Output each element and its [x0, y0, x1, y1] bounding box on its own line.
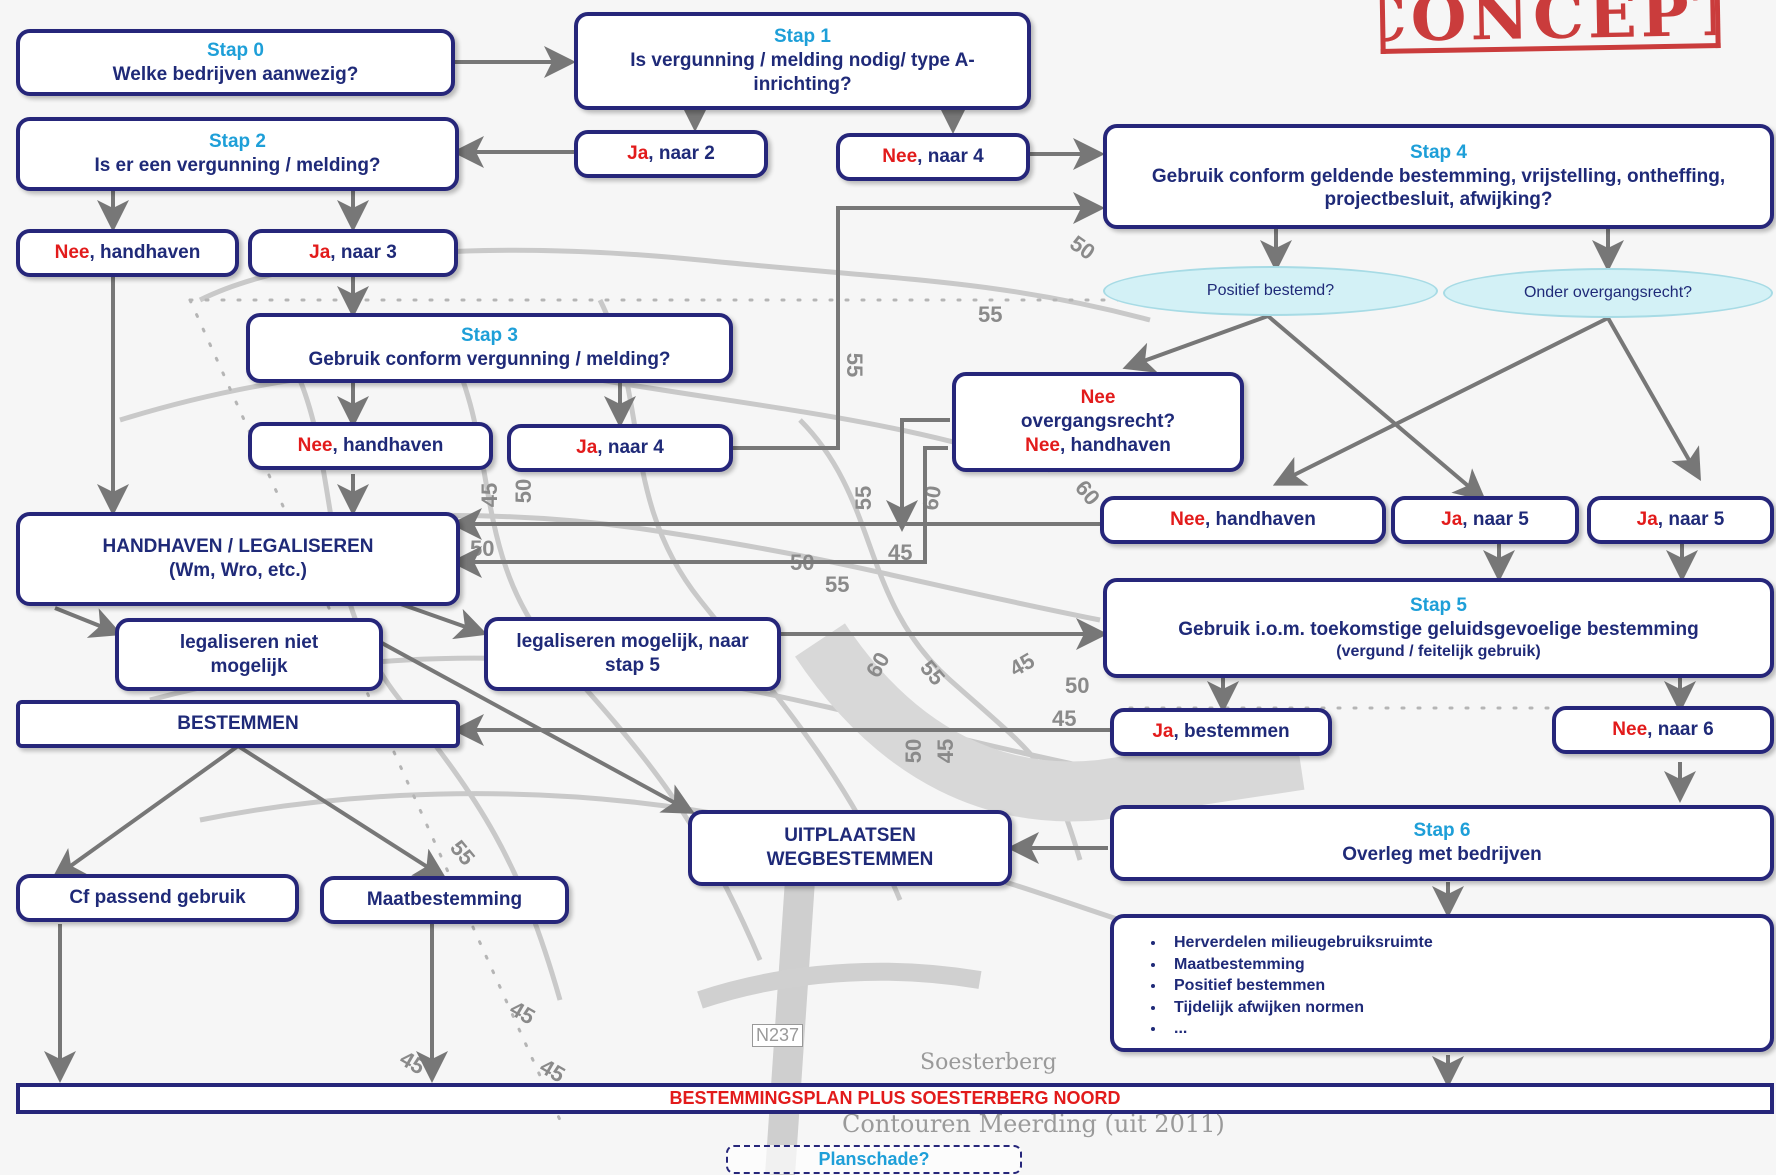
answer-yes: Ja — [1441, 509, 1463, 531]
custom-designation-text: Maatbestemming — [366, 889, 523, 911]
question-transitional-law: Onder overgangsrecht? — [1443, 268, 1773, 318]
designate-box: BESTEMMEN — [16, 700, 460, 748]
answer-no: Nee — [54, 242, 90, 264]
step2-title: Stap 2 — [208, 131, 267, 153]
contour-number: 55 — [825, 572, 850, 597]
answer-text: , naar 2 — [648, 143, 715, 165]
answer-text: , handhaven — [1060, 434, 1171, 456]
fitting-use-box: Cf passend gebruik — [16, 874, 299, 922]
list-item: Tijdelijk afwijken normen — [1166, 997, 1433, 1019]
step3-box: Stap 3 Gebruik conform vergunning / meld… — [246, 313, 733, 383]
step0-question: Welke bedrijven aanwezig? — [112, 63, 359, 85]
step2-no-box: Nee, handhaven — [16, 229, 239, 277]
road-label: N237 — [752, 1024, 804, 1047]
step4-question-line2: projectbesluit, afwijking? — [1324, 189, 1553, 211]
step2-question: Is er een vergunning / melding? — [94, 155, 381, 176]
answer-text: , naar 5 — [1462, 509, 1529, 531]
answer-text: , handhaven — [89, 242, 201, 264]
legalise-not-possible-box: legaliseren niet mogelijk — [115, 618, 383, 691]
step1-question: Is vergunning / melding nodig/ type A-in… — [630, 50, 975, 95]
designate-text: BESTEMMEN — [177, 713, 299, 735]
step3-yes-box: Ja, naar 4 — [507, 424, 733, 472]
step3-no-box: Nee, handhaven — [248, 422, 493, 470]
planning-damage-note: Planschade? — [726, 1145, 1022, 1174]
step1-box: Stap 1 Is vergunning / melding nodig/ ty… — [574, 12, 1031, 110]
contour-number: 55 — [978, 302, 1003, 327]
step4-transitional-yes-to5-box: Ja, naar 5 — [1587, 496, 1774, 544]
transitional-law-question: overgangsrecht? — [1020, 411, 1176, 433]
step0-title: Stap 0 — [206, 39, 265, 61]
custom-designation-box: Maatbestemming — [320, 876, 569, 924]
answer-no: Nee — [297, 435, 333, 457]
answer-text: , naar 4 — [597, 437, 664, 459]
answer-yes: Ja — [1636, 509, 1658, 531]
enforce-legalise-box: HANDHAVEN / LEGALISEREN (Wm, Wro, etc.) — [16, 512, 460, 606]
step2-box: Stap 2 Is er een vergunning / melding? — [16, 117, 459, 191]
list-item: Positief bestemmen — [1166, 975, 1433, 997]
question-positive-designated: Positief bestemd? — [1103, 266, 1438, 316]
answer-text: , handhaven — [332, 435, 444, 457]
step4-yes-to5-box: Ja, naar 5 — [1391, 496, 1579, 544]
step4-no-enforce-box: Nee, handhaven — [1100, 496, 1386, 544]
options-list: Herverdelen milieugebruiksruimte Maatbes… — [1126, 932, 1433, 1040]
answer-no: Nee — [1612, 719, 1648, 741]
map-caption: Contouren Meerding (uit 2011) — [842, 1110, 1225, 1138]
relocate-box: UITPLAATSEN WEGBESTEMMEN — [688, 810, 1012, 886]
step5-subtitle: (vergund / feitelijk gebruik) — [1336, 642, 1541, 660]
list-item: Herverdelen milieugebruiksruimte — [1166, 932, 1433, 954]
legalise-possible-text: legaliseren mogelijk, naar stap 5 — [516, 631, 749, 676]
step5-yes-designate-box: Ja, bestemmen — [1110, 708, 1332, 756]
contour-number: 45 — [1052, 706, 1077, 731]
step5-question: Gebruik i.o.m. toekomstige geluidsgevoel… — [1178, 619, 1699, 640]
step6-title: Stap 6 — [1413, 820, 1471, 842]
step2-yes-box: Ja, naar 3 — [248, 229, 458, 277]
answer-yes: Ja — [576, 437, 598, 459]
answer-text: , naar 3 — [330, 242, 397, 264]
answer-text: , handhaven — [1205, 509, 1316, 531]
step3-title: Stap 3 — [460, 325, 519, 347]
answer-yes: Ja — [1152, 721, 1174, 743]
answer-no: Nee — [882, 146, 918, 168]
no-transitional-law-box: Nee overgangsrecht? Nee, handhaven — [952, 372, 1244, 472]
answer-yes: Ja — [309, 242, 331, 264]
answer-no: Nee — [1170, 509, 1205, 531]
step5-title: Stap 5 — [1409, 595, 1468, 617]
map-place-label: Soesterberg — [920, 1050, 1057, 1075]
step4-title: Stap 4 — [1409, 141, 1468, 163]
legalise-not-possible-text: legaliseren niet mogelijk — [179, 631, 319, 677]
options-box: Herverdelen milieugebruiksruimte Maatbes… — [1110, 914, 1774, 1052]
step3-question: Gebruik conform vergunning / melding? — [308, 349, 671, 370]
answer-no: Nee — [1080, 387, 1116, 409]
answer-text: , naar 5 — [1657, 509, 1725, 531]
legalise-possible-box: legaliseren mogelijk, naar stap 5 — [484, 617, 781, 691]
step4-box: Stap 4 Gebruik conform geldende bestemmi… — [1103, 124, 1774, 229]
step6-text: Overleg met bedrijven — [1342, 844, 1542, 865]
step1-yes-box: Ja, naar 2 — [574, 130, 768, 178]
contour-number: 50 — [1065, 673, 1090, 698]
answer-yes: Ja — [627, 143, 649, 165]
list-item: ... — [1166, 1018, 1433, 1040]
step5-no-to6-box: Nee, naar 6 — [1552, 706, 1774, 754]
step6-box: Stap 6 Overleg met bedrijven — [1110, 805, 1774, 881]
step1-no-box: Nee, naar 4 — [836, 133, 1030, 181]
relocate-line2: WEGBESTEMMEN — [766, 849, 934, 870]
answer-text: , bestemmen — [1173, 721, 1290, 743]
fitting-use-text: Cf passend gebruik — [69, 887, 246, 909]
step1-title: Stap 1 — [773, 26, 832, 48]
final-plan-bar: BESTEMMINGSPLAN PLUS SOESTERBERG NOORD — [16, 1083, 1774, 1114]
enforce-legalise-laws: (Wm, Wro, etc.) — [169, 560, 307, 581]
step4-question-line1: Gebruik conform geldende bestemming, vri… — [1151, 165, 1726, 187]
answer-text: , naar 6 — [1647, 719, 1714, 741]
answer-text: , naar 4 — [917, 146, 984, 168]
answer-no: Nee — [1025, 434, 1060, 456]
step0-box: Stap 0 Welke bedrijven aanwezig? — [16, 29, 455, 96]
relocate-line1: UITPLAATSEN — [784, 825, 916, 847]
enforce-legalise-title: HANDHAVEN / LEGALISEREN — [102, 536, 374, 558]
step5-box: Stap 5 Gebruik i.o.m. toekomstige geluid… — [1103, 578, 1774, 678]
list-item: Maatbestemming — [1166, 954, 1433, 976]
